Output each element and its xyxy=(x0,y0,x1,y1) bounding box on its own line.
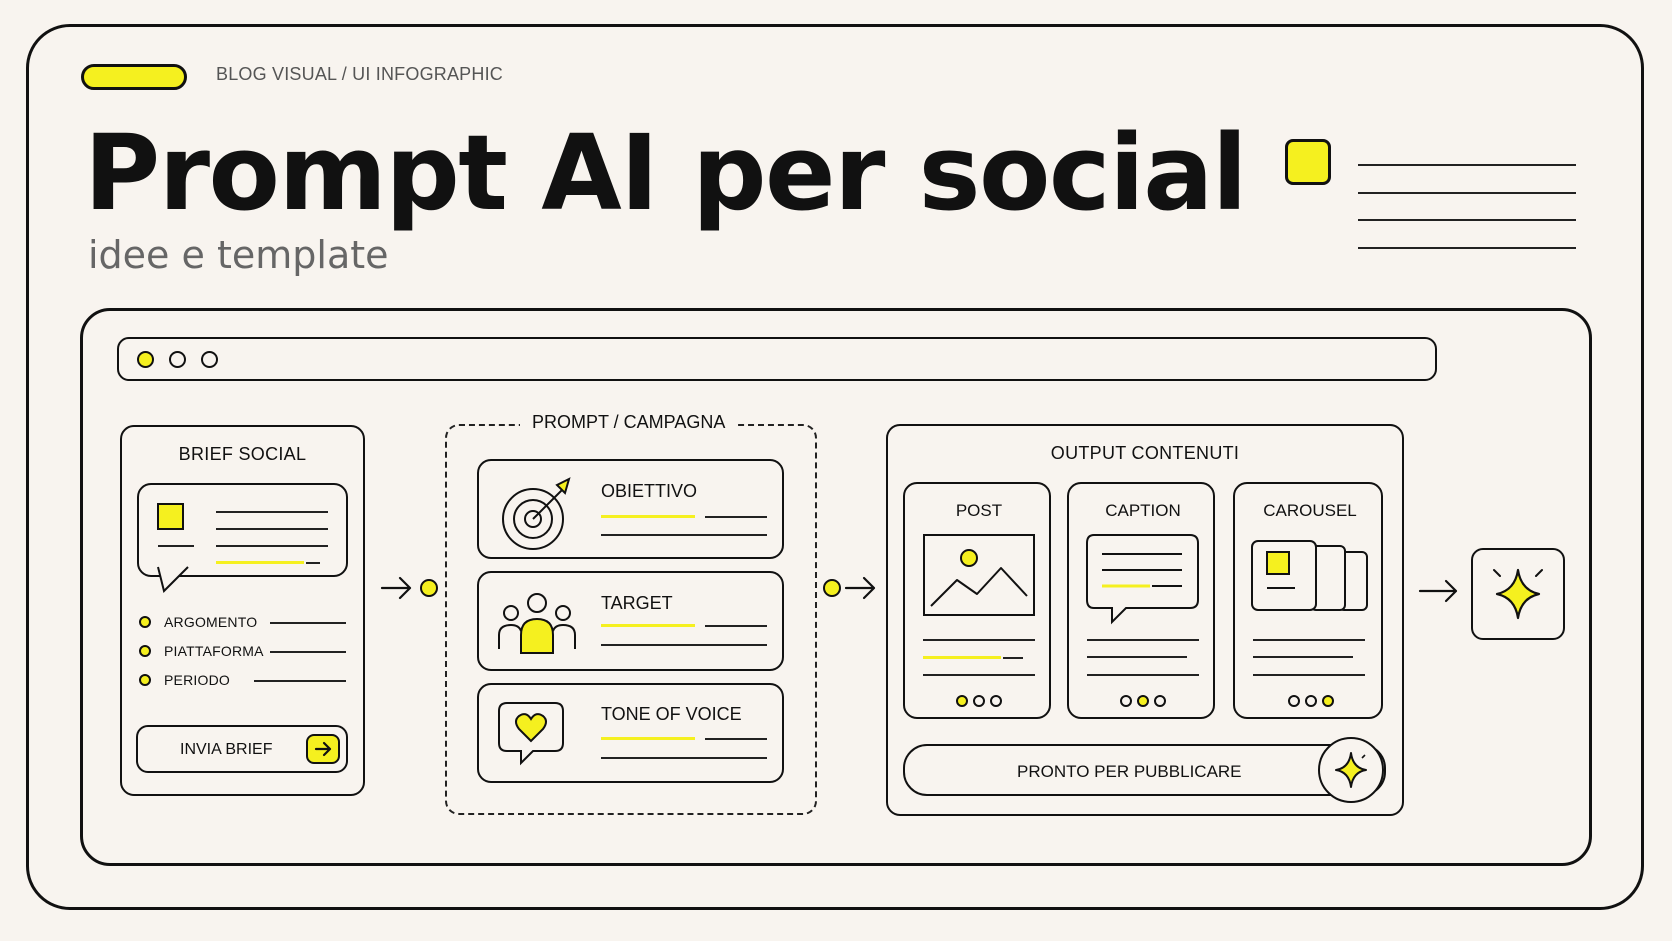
prompt-card-obiettivo[interactable]: OBIETTIVO xyxy=(477,459,784,559)
field-label-periodo: PERIODO xyxy=(164,672,230,688)
sparkle-icon[interactable] xyxy=(1471,548,1565,640)
output-card-caption[interactable]: CAPTION xyxy=(1067,482,1215,719)
speech-bubble-icon xyxy=(1086,534,1199,625)
output-card-post[interactable]: POST xyxy=(903,482,1051,719)
accent-pill xyxy=(81,64,187,90)
output-line xyxy=(923,639,1035,641)
people-icon xyxy=(498,593,576,654)
bubble-line xyxy=(216,511,328,513)
field-input-line[interactable] xyxy=(270,622,346,624)
prompt-campaign-title: PROMPT / CAMPAGNA xyxy=(520,412,738,433)
pager-dot xyxy=(1305,695,1317,707)
pager-dot xyxy=(1120,695,1132,707)
output-line xyxy=(1003,657,1023,659)
output-line-highlight xyxy=(923,656,1001,659)
send-brief-button[interactable]: INVIA BRIEF xyxy=(136,725,348,773)
output-line xyxy=(1253,656,1353,658)
window-dot-minimize[interactable] xyxy=(169,351,186,368)
brief-title: BRIEF SOCIAL xyxy=(178,444,307,464)
field-bullet xyxy=(139,645,151,657)
brief-image-square xyxy=(157,503,184,530)
bubble-line xyxy=(306,562,320,564)
pager-dot xyxy=(973,695,985,707)
pager-dot-active xyxy=(1137,695,1149,707)
field-label-piattaforma: PIATTAFORMA xyxy=(164,643,264,659)
pager-dot xyxy=(990,695,1002,707)
output-label-post: POST xyxy=(955,501,1003,520)
field-input-line[interactable] xyxy=(270,651,346,653)
pager-dot-active xyxy=(956,695,968,707)
eyebrow-label: BLOG VISUAL / UI INFOGRAPHIC xyxy=(216,64,503,84)
prompt-label-target: TARGET xyxy=(601,593,673,613)
decorative-line xyxy=(1358,219,1576,221)
browser-bar xyxy=(117,337,1437,381)
output-line xyxy=(923,674,1035,676)
bubble-line-highlight xyxy=(216,561,304,564)
field-bullet xyxy=(139,674,151,686)
connector-arrow-1 xyxy=(380,576,438,600)
output-content-group xyxy=(886,424,1404,816)
decorative-line xyxy=(1358,192,1576,194)
sparkle-icon[interactable] xyxy=(1318,737,1384,803)
browser-window xyxy=(80,308,1592,866)
prompt-line-highlight xyxy=(601,515,695,518)
prompt-line-highlight xyxy=(601,737,695,740)
output-line xyxy=(1087,656,1187,658)
output-line xyxy=(1253,639,1365,641)
pager-dot xyxy=(1288,695,1300,707)
bubble-line xyxy=(216,528,328,530)
prompt-line-highlight xyxy=(601,624,695,627)
decorative-line xyxy=(1358,247,1576,249)
bubble-tail xyxy=(157,566,189,593)
prompt-label-tone-of-voice: TONE OF VOICE xyxy=(601,704,742,724)
field-label-argomento: ARGOMENTO xyxy=(164,614,258,630)
target-arrow-icon xyxy=(502,477,571,550)
field-input-line[interactable] xyxy=(254,680,346,682)
output-label-caption: CAPTION xyxy=(1105,501,1181,520)
page-title: Prompt AI per social xyxy=(84,112,1248,234)
prompt-line xyxy=(705,738,767,740)
brief-bubble xyxy=(137,483,348,577)
pager-dot-active xyxy=(1322,695,1334,707)
connector-arrow-3 xyxy=(1418,579,1458,603)
field-bullet xyxy=(139,616,151,628)
decorative-line xyxy=(1358,164,1576,166)
prompt-line xyxy=(601,757,767,759)
output-line xyxy=(1087,674,1199,676)
window-dot-maximize[interactable] xyxy=(201,351,218,368)
outer-frame xyxy=(26,24,1644,910)
ready-to-publish-button[interactable]: PRONTO PER PUBBLICARE xyxy=(903,744,1386,796)
output-card-carousel[interactable]: CAROUSEL xyxy=(1233,482,1383,719)
accent-square xyxy=(1285,139,1331,185)
bubble-line xyxy=(216,545,328,547)
prompt-line xyxy=(601,644,767,646)
send-brief-label: INVIA BRIEF xyxy=(180,741,273,758)
page-subtitle: idee e template xyxy=(88,233,389,277)
connector-arrow-2 xyxy=(823,576,876,600)
pager-dot xyxy=(1154,695,1166,707)
prompt-card-tone-of-voice[interactable]: TONE OF VOICE xyxy=(477,683,784,783)
prompt-card-target[interactable]: TARGET xyxy=(477,571,784,671)
prompt-label-obiettivo: OBIETTIVO xyxy=(601,481,698,501)
output-line xyxy=(1253,674,1365,676)
image-icon xyxy=(923,534,1035,616)
window-dot-close[interactable] xyxy=(137,351,154,368)
heart-bubble-icon xyxy=(498,702,564,766)
bubble-line xyxy=(158,545,194,547)
stacked-cards-icon xyxy=(1251,540,1368,611)
arrow-right-icon xyxy=(306,734,340,764)
prompt-line xyxy=(705,516,767,518)
prompt-line xyxy=(601,534,767,536)
output-line xyxy=(1087,639,1199,641)
ready-to-publish-label: PRONTO PER PUBBLICARE xyxy=(1017,762,1242,781)
output-title: OUTPUT CONTENUTI xyxy=(1050,443,1240,463)
output-label-carousel: CAROUSEL xyxy=(1263,501,1357,520)
prompt-line xyxy=(705,625,767,627)
